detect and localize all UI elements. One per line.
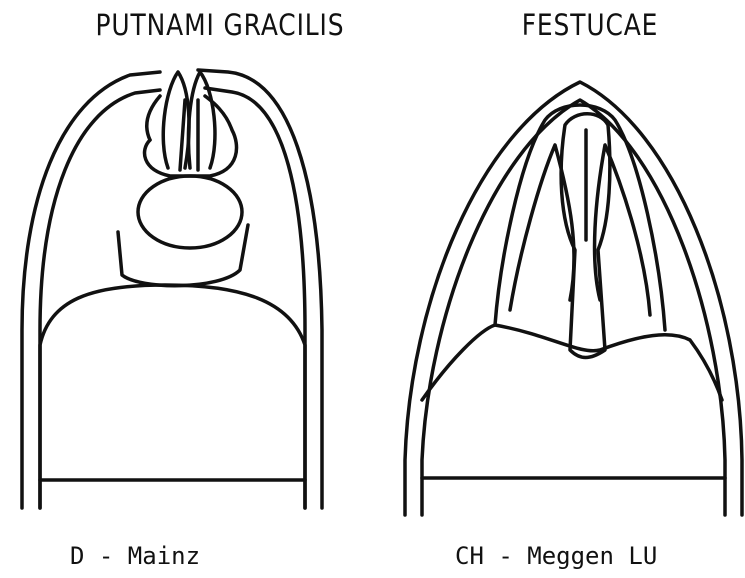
left-stylet-lobe-2 <box>188 72 214 168</box>
right-head-sheath <box>495 105 665 330</box>
left-base <box>40 480 305 508</box>
left-specimen-drawing <box>22 70 322 508</box>
right-head-sheath-inner <box>510 145 574 310</box>
left-location-label: D - Mainz <box>70 542 200 570</box>
left-oval-bulb <box>138 176 242 248</box>
right-location-label: CH - Meggen LU <box>455 542 657 570</box>
left-body-chamber <box>40 285 305 480</box>
left-stylet-housing-left <box>147 96 160 140</box>
right-specimen-drawing <box>405 82 742 515</box>
